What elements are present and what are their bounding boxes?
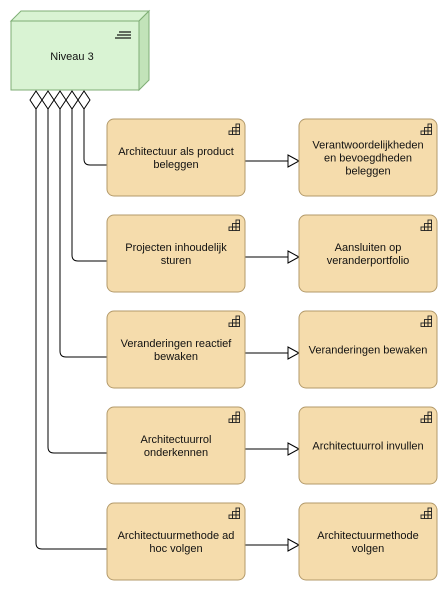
capability-box-left-4-label: onderkennen [144, 447, 208, 459]
capability-box-right-2-label: Aansluiten op [335, 242, 402, 254]
capability-box-right-5-label: volgen [352, 543, 384, 555]
capability-icon [420, 219, 432, 231]
capability-box-right-2-label: veranderportfolio [327, 255, 410, 267]
capability-icon [420, 315, 432, 327]
capability-box-left-4-shape [106, 406, 246, 485]
composition-line-3 [59, 109, 107, 358]
composition-diamond-1 [29, 90, 43, 110]
relation-arrowhead-4 [287, 442, 301, 456]
capability-icon [420, 507, 432, 519]
capability-box-right-3-shape [298, 310, 438, 389]
capability-box-right-4-label: Architectuurrol invullen [312, 441, 423, 453]
composition-line-2 [71, 109, 107, 262]
capability-box-left-2-shape [106, 214, 246, 293]
composition-diamond-4 [65, 90, 79, 110]
capability-box-right-4-shape [298, 406, 438, 485]
composition-diamond-2 [41, 90, 55, 110]
capability-icon [228, 123, 240, 135]
node-niveau-3[interactable]: Niveau 3 [9, 9, 151, 92]
capability-icon [228, 315, 240, 327]
capability-box-right-2-shape [298, 214, 438, 293]
composition-line-4 [47, 109, 107, 454]
node-top-face [9, 10, 151, 22]
capability-box-left-5-label: hoc volgen [149, 543, 202, 555]
node-side-face [138, 9, 150, 92]
capability-box-left-5-label: Architectuurmethode ad [118, 530, 235, 542]
capability-box-right-1-shape [298, 118, 438, 197]
composition-diamonds [29, 90, 91, 110]
capability-icon [228, 411, 240, 423]
capability-box-left-2-label: Projecten inhoudelijk [125, 242, 227, 254]
capability-box-left-3-label: Veranderingen reactief [121, 338, 233, 350]
composition-diamond-3 [53, 90, 67, 110]
capability-box-left-4-label: Architectuurrol [141, 434, 212, 446]
capability-box-left-3-label: bewaken [154, 351, 198, 363]
node-front-face [10, 20, 140, 91]
connectors [35, 109, 301, 552]
capability-box-right-4[interactable]: Architectuurrol invullen [298, 406, 438, 485]
capability-icon [420, 123, 432, 135]
capability-icon [228, 219, 240, 231]
relation-arrowhead-5 [287, 538, 301, 552]
capability-box-right-5-shape [298, 502, 438, 581]
node-label: Niveau 3 [50, 51, 93, 63]
capability-box-right-3[interactable]: Veranderingen bewaken [298, 310, 438, 389]
composition-diamond-5 [77, 90, 91, 110]
capability-box-right-5-label: Architectuurmethode [317, 530, 419, 542]
capability-icon [420, 411, 432, 423]
capability-box-left-2-label: sturen [161, 255, 192, 267]
node-menu-icon [115, 31, 131, 39]
capability-box-left-3-shape [106, 310, 246, 389]
relation-arrowhead-3 [287, 346, 301, 360]
capability-box-left-1-shape [106, 118, 246, 197]
capability-box-right-3-label: Veranderingen bewaken [309, 345, 428, 357]
capability-box-left-5-shape [106, 502, 246, 581]
capability-box-left-1-label: Architectuur als product [118, 146, 234, 158]
capability-boxes: Architectuur als productbeleggenVerantwo… [106, 118, 438, 581]
capability-box-right-1-label: Verantwoordelijkheden [312, 140, 423, 152]
capability-icon [228, 507, 240, 519]
composition-line-5 [35, 109, 107, 550]
composition-line-1 [83, 109, 107, 166]
relation-arrowhead-2 [287, 250, 301, 264]
capability-box-left-1-label: beleggen [153, 159, 198, 171]
relation-arrowhead-1 [287, 154, 301, 168]
capability-box-right-1-label: beleggen [345, 166, 390, 178]
capability-box-right-1-label: en bevoegdheden [324, 153, 412, 165]
